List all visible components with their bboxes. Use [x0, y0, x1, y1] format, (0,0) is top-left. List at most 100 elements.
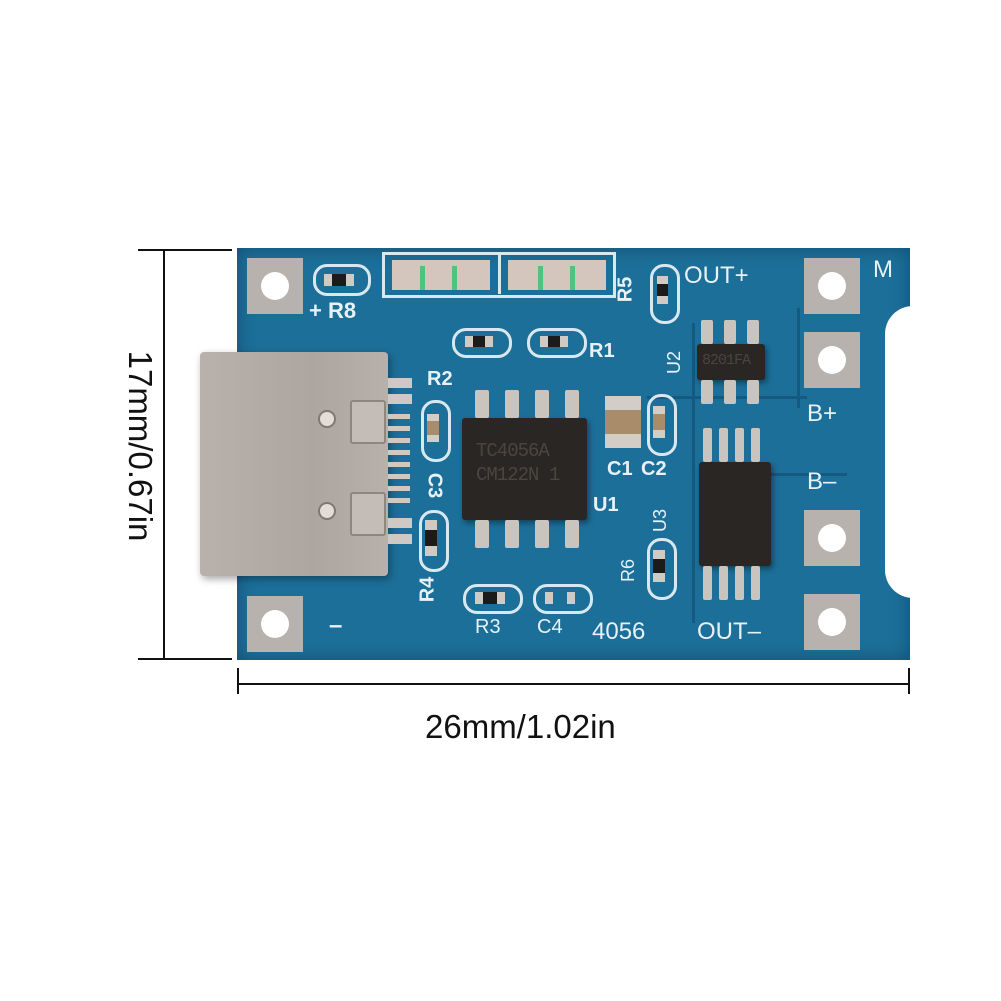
u1-marking-line2: CM122N 1	[476, 464, 560, 486]
resistor-r8	[324, 274, 355, 286]
u1-pin	[505, 390, 519, 418]
label-r1: R1	[589, 340, 615, 362]
width-dimension-label: 26mm/1.02in	[425, 708, 616, 745]
u1-pin	[565, 520, 579, 548]
r-out-outline	[650, 264, 680, 324]
led-green-mark	[452, 266, 457, 290]
pcb-trace	[767, 473, 847, 476]
label-r5: R5	[614, 276, 637, 303]
u2-pin	[724, 320, 736, 344]
height-dimension-top-tick	[138, 249, 232, 251]
u1-pin	[475, 520, 489, 548]
usb-pin	[388, 486, 410, 491]
r1-outline	[527, 328, 587, 358]
r8-outline	[313, 264, 371, 296]
pad-hole	[818, 272, 846, 300]
u2-pin	[701, 320, 713, 344]
capacitor-near-r2	[427, 414, 439, 443]
board-edge-notch	[885, 306, 915, 598]
usb-pin	[388, 474, 410, 479]
capacitor-c2	[653, 406, 665, 438]
label-r3: R3	[475, 616, 501, 638]
u3-pin	[751, 566, 760, 600]
pad-hole	[261, 610, 289, 638]
label-r6: R6	[618, 558, 639, 583]
u2-pin	[747, 320, 759, 344]
label-u1: U1	[593, 494, 619, 516]
resistor-r6	[653, 550, 665, 583]
label-b-plus: B+	[807, 400, 838, 427]
usb-pin	[388, 450, 410, 455]
resistor-outline	[452, 328, 512, 358]
u3-pin	[735, 428, 744, 462]
u3-pin	[703, 566, 712, 600]
usb-pin	[388, 462, 410, 467]
resistor-r4	[425, 520, 437, 556]
usb-pin	[388, 518, 412, 528]
label-board-id: 4056	[592, 618, 646, 645]
led-green-mark	[420, 266, 425, 290]
chip-u1-tc4056a: TC4056A CM122N 1	[462, 418, 587, 520]
u3-pin	[735, 566, 744, 600]
label-b-minus: B–	[807, 468, 837, 495]
label-plus-r8: + R8	[309, 298, 357, 323]
pad-b-plus	[804, 332, 860, 388]
c3-outline	[421, 400, 451, 462]
usb-shield-tab	[350, 492, 386, 536]
r6-outline	[647, 538, 677, 600]
label-c2: C2	[641, 458, 667, 480]
pad-hole	[818, 346, 846, 374]
c4-outline	[533, 584, 593, 614]
u1-pin	[505, 520, 519, 548]
width-dimension-right-tick	[908, 668, 910, 694]
label-r4: R4	[416, 576, 439, 603]
led-green-mark	[538, 266, 543, 290]
label-out-plus: OUT+	[684, 262, 749, 289]
label-c3: C3	[423, 472, 446, 499]
label-minus: –	[329, 612, 343, 639]
pad-out-minus	[804, 594, 860, 650]
usb-pin	[388, 426, 410, 431]
u2-pin	[724, 380, 736, 404]
height-dimension-line	[163, 249, 165, 660]
resistor-out	[657, 276, 668, 305]
u3-pin	[703, 428, 712, 462]
width-dimension-left-tick	[237, 668, 239, 694]
usb-pin	[388, 378, 412, 388]
led-outline-group	[382, 252, 616, 298]
pad-plus-in	[247, 258, 303, 314]
c2-outline	[647, 394, 677, 456]
usb-pin	[388, 414, 410, 419]
label-u2: U2	[664, 350, 685, 375]
chip-u3	[699, 462, 771, 566]
pad-b-minus	[804, 510, 860, 566]
pad-m	[804, 258, 860, 314]
label-r2: R2	[427, 368, 453, 390]
resistor-r1	[540, 336, 569, 347]
chip-u2: 8201FA	[697, 344, 765, 380]
usb-rivet	[318, 410, 336, 428]
u3-pin	[719, 428, 728, 462]
u1-pin	[535, 390, 549, 418]
u1-pin	[475, 390, 489, 418]
resistor	[465, 336, 494, 347]
led-green-mark	[570, 266, 575, 290]
label-m: M	[873, 256, 893, 283]
led-divider	[498, 254, 501, 294]
u3-pin	[751, 428, 760, 462]
usb-pin	[388, 498, 410, 503]
height-dimension-bottom-tick	[138, 658, 232, 660]
pad-hole	[818, 608, 846, 636]
width-dimension-line	[237, 683, 910, 685]
pad-minus-in	[247, 596, 303, 652]
r3-outline	[463, 584, 523, 614]
pcb-trace	[692, 323, 695, 623]
u3-pin	[719, 566, 728, 600]
r4-outline	[419, 510, 449, 572]
capacitor-c1	[605, 396, 641, 448]
pad-hole	[261, 272, 289, 300]
pcb-board: + R8 R5 R1 OUT+ M B+ B– OUT– 4056 – TC40…	[237, 248, 915, 660]
red-charge-led	[392, 260, 490, 290]
pcb-trace	[797, 308, 800, 408]
u2-pin	[747, 380, 759, 404]
